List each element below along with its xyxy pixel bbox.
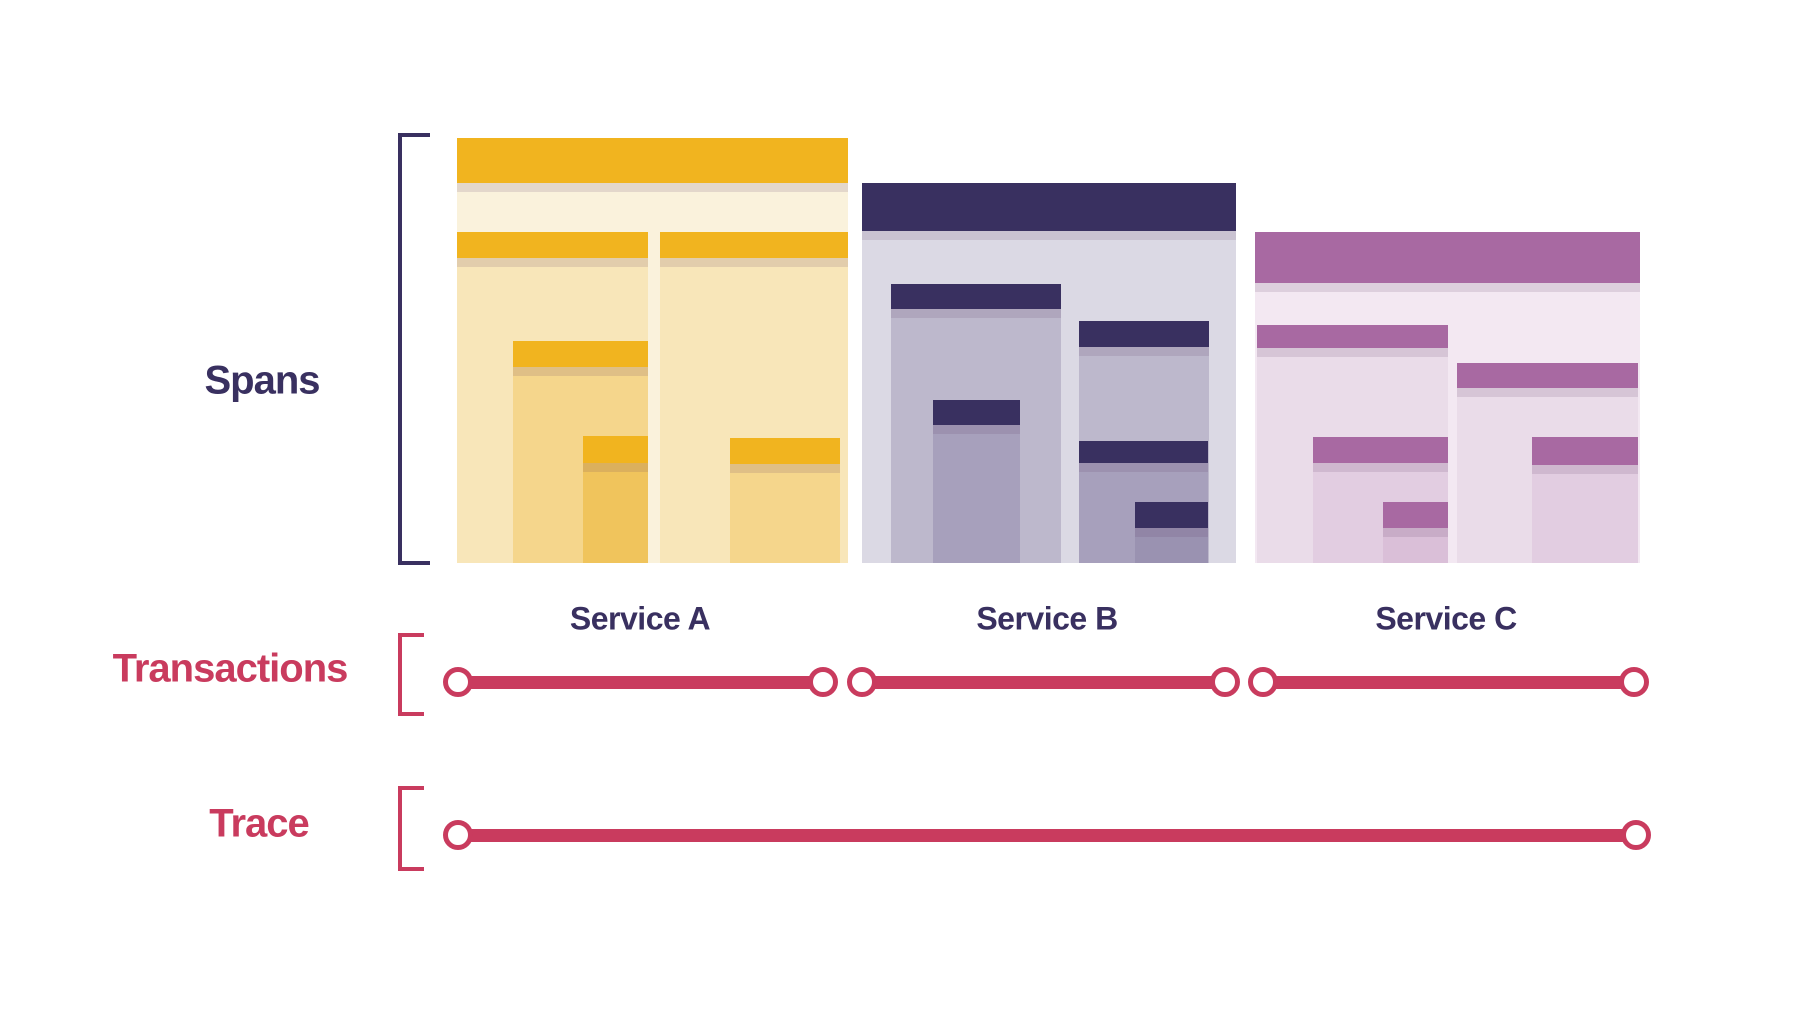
service-a-label: Service A xyxy=(569,600,711,637)
transaction-2-end-endpoint xyxy=(1210,667,1240,697)
span-body-service-a xyxy=(583,463,648,563)
span-bar-service-c xyxy=(1532,437,1638,465)
service-b-label: Service B xyxy=(976,600,1118,637)
span-bar-service-c xyxy=(1313,437,1448,463)
transaction-1-start-endpoint xyxy=(443,667,473,697)
trace-bracket xyxy=(398,786,424,871)
span-bar-service-b xyxy=(862,183,1236,231)
span-bar-service-a xyxy=(730,438,840,464)
transaction-line-2 xyxy=(862,675,1225,689)
span-bar-service-c xyxy=(1457,363,1638,388)
span-body-service-c xyxy=(1532,465,1638,563)
span-body-service-c xyxy=(1383,528,1448,563)
span-bar-service-a xyxy=(660,232,848,258)
span-bar-service-a xyxy=(457,232,648,258)
trace-line xyxy=(458,828,1636,842)
transaction-1-end-endpoint xyxy=(808,667,838,697)
span-body-service-b xyxy=(933,425,1020,563)
span-bar-service-a xyxy=(457,138,848,183)
trace-label: Trace xyxy=(209,801,310,846)
span-bar-service-b xyxy=(1079,321,1209,347)
span-bar-service-b xyxy=(1079,441,1208,463)
spans-bracket xyxy=(398,133,430,565)
transaction-line-1 xyxy=(458,675,823,689)
span-bar-service-c xyxy=(1257,325,1448,348)
transactions-bracket xyxy=(398,633,424,716)
span-bar-service-b xyxy=(933,400,1020,425)
service-c-label: Service C xyxy=(1375,600,1517,637)
span-bar-service-a xyxy=(583,436,648,463)
transaction-2-start-endpoint xyxy=(847,667,877,697)
span-bar-service-b xyxy=(891,284,1061,309)
trace-end-endpoint xyxy=(1621,820,1651,850)
span-bar-service-b xyxy=(1135,502,1208,528)
span-bar-service-c xyxy=(1383,502,1448,528)
transaction-line-3 xyxy=(1263,675,1634,689)
span-body-service-b xyxy=(1135,528,1208,563)
trace-start-endpoint xyxy=(443,820,473,850)
span-bar-service-a xyxy=(513,341,648,367)
span-bar-service-c xyxy=(1255,232,1640,283)
spans-label: Spans xyxy=(204,358,320,403)
transactions-label: Transactions xyxy=(112,646,349,691)
transaction-3-start-endpoint xyxy=(1248,667,1278,697)
transaction-3-end-endpoint xyxy=(1619,667,1649,697)
span-body-service-a xyxy=(730,464,840,563)
